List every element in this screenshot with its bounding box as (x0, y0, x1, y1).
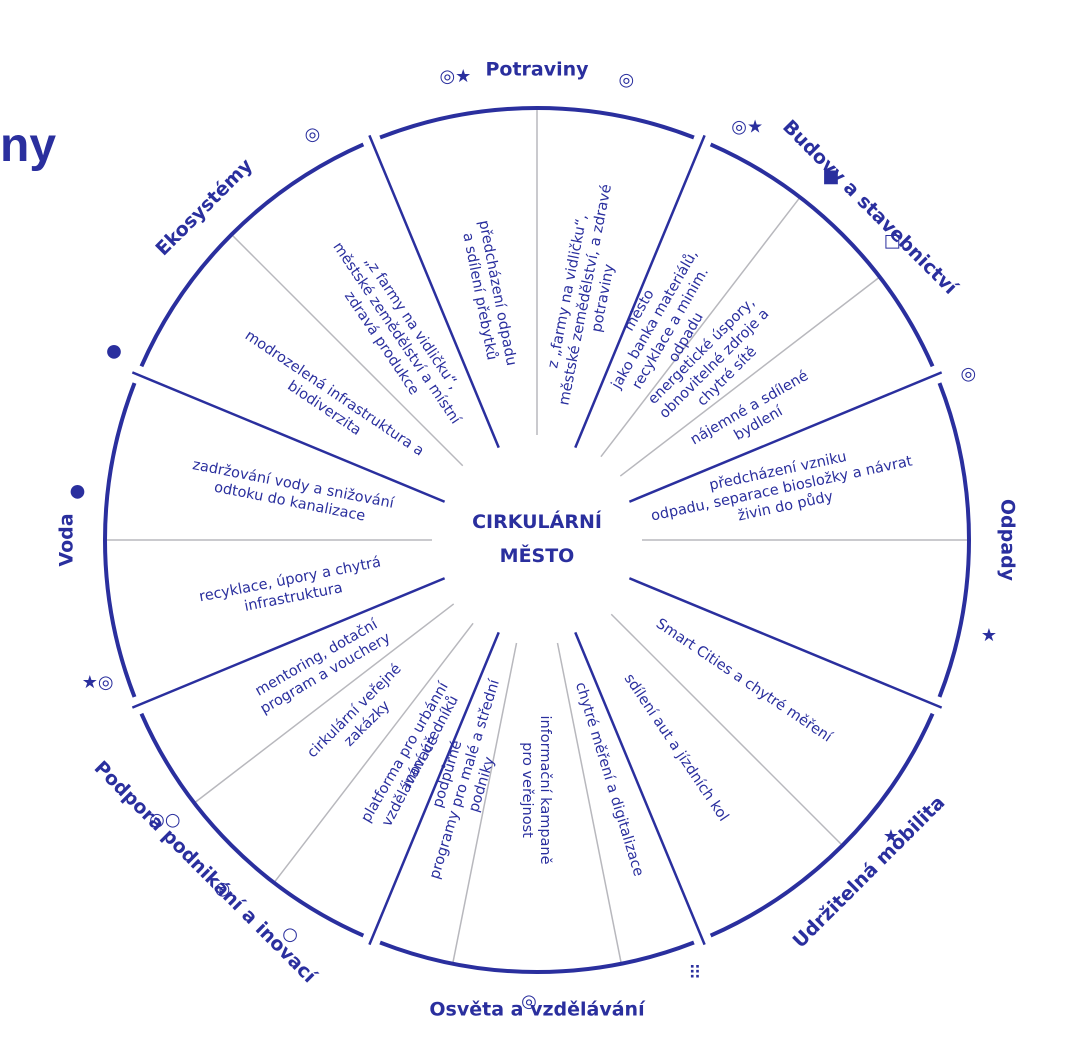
sector-boundary-line (628, 577, 943, 709)
segment-text-line: informační kampaně (537, 715, 553, 864)
center-title-line1: CIRKULÁRNÍ (472, 510, 602, 533)
sector-boundary-line (574, 631, 706, 946)
sector-arc (379, 106, 695, 140)
sector-label: Voda (56, 513, 78, 566)
sector-arc (709, 142, 935, 368)
filled-square-icon: ■ (822, 166, 839, 187)
sector-label: Podpora podnikání a inovací (90, 757, 322, 989)
segment-text-line: sdílení aut a jízdních kol (621, 671, 732, 824)
sector-arc (379, 940, 695, 974)
sector-label: Budovy a stavebnictví (778, 116, 962, 300)
sector-arc (139, 142, 365, 368)
segment-divider-line (230, 233, 464, 467)
segment-text-mobilita-2: sdílení aut a jízdních kol (621, 671, 732, 824)
segment-divider-line (600, 196, 801, 458)
star-target-icon: ★◎ (82, 672, 114, 693)
target-icon: ◎ (521, 991, 537, 1012)
sector-boundary-line (368, 134, 500, 449)
sector-boundary-line (131, 371, 446, 503)
star-icon: ★ (981, 625, 997, 646)
segment-text-ekosystemy-2: „z farmy na vidličku“,městské zemědělstv… (329, 239, 463, 427)
sector-boundary-line (628, 371, 943, 503)
segment-divider-line (193, 603, 455, 804)
segment-divider-line (273, 622, 474, 884)
target-icon: ◎ (215, 878, 231, 899)
sector-arc (709, 712, 935, 938)
target-icon: ◎ (960, 363, 976, 384)
sector-arc (103, 382, 137, 698)
target-circle-icon: ◎○ (149, 809, 180, 830)
grid-icon: ⠿ (688, 963, 701, 984)
sector-label: Potraviny (485, 59, 589, 81)
open-circle-icon: ○ (282, 924, 298, 945)
segment-text-line: Smart Cities a chytré měření (653, 616, 835, 746)
sector-boundary-line (574, 134, 706, 449)
page-title-fragment: ny (0, 119, 57, 172)
sector-icons: ◎★◎◎★■□◎★★⠿◎○◎◎○★◎●●◎ (70, 66, 997, 1012)
segment-divider-line (556, 642, 623, 964)
sector-arcs (103, 106, 971, 974)
segment-divider-line (451, 642, 518, 964)
drop-icon: ● (106, 341, 122, 362)
target-icon: ◎ (305, 124, 321, 145)
sector-arc (937, 382, 971, 698)
center-title-line2: MĚSTO (500, 544, 575, 567)
sector-boundary-line (368, 631, 500, 946)
segment-text-mobilita-1: Smart Cities a chytré měření (653, 616, 835, 746)
sector-label: Osvěta a vzdělávání (429, 999, 646, 1021)
target-star-icon: ◎★ (439, 66, 471, 87)
segment-divider-line (619, 276, 881, 477)
sector-boundary-line (131, 577, 446, 709)
sector-label: Odpady (997, 499, 1019, 582)
segment-divider-line (610, 613, 844, 847)
open-square-icon: □ (884, 231, 901, 252)
segment-text-line: pro veřejnost (519, 742, 535, 838)
segment-dividers (105, 108, 969, 964)
target-star-icon: ◎★ (731, 116, 763, 137)
target-icon: ◎ (618, 70, 634, 91)
sector-arc (139, 712, 365, 938)
drop-icon: ● (70, 481, 86, 502)
star-icon: ★ (883, 826, 899, 847)
